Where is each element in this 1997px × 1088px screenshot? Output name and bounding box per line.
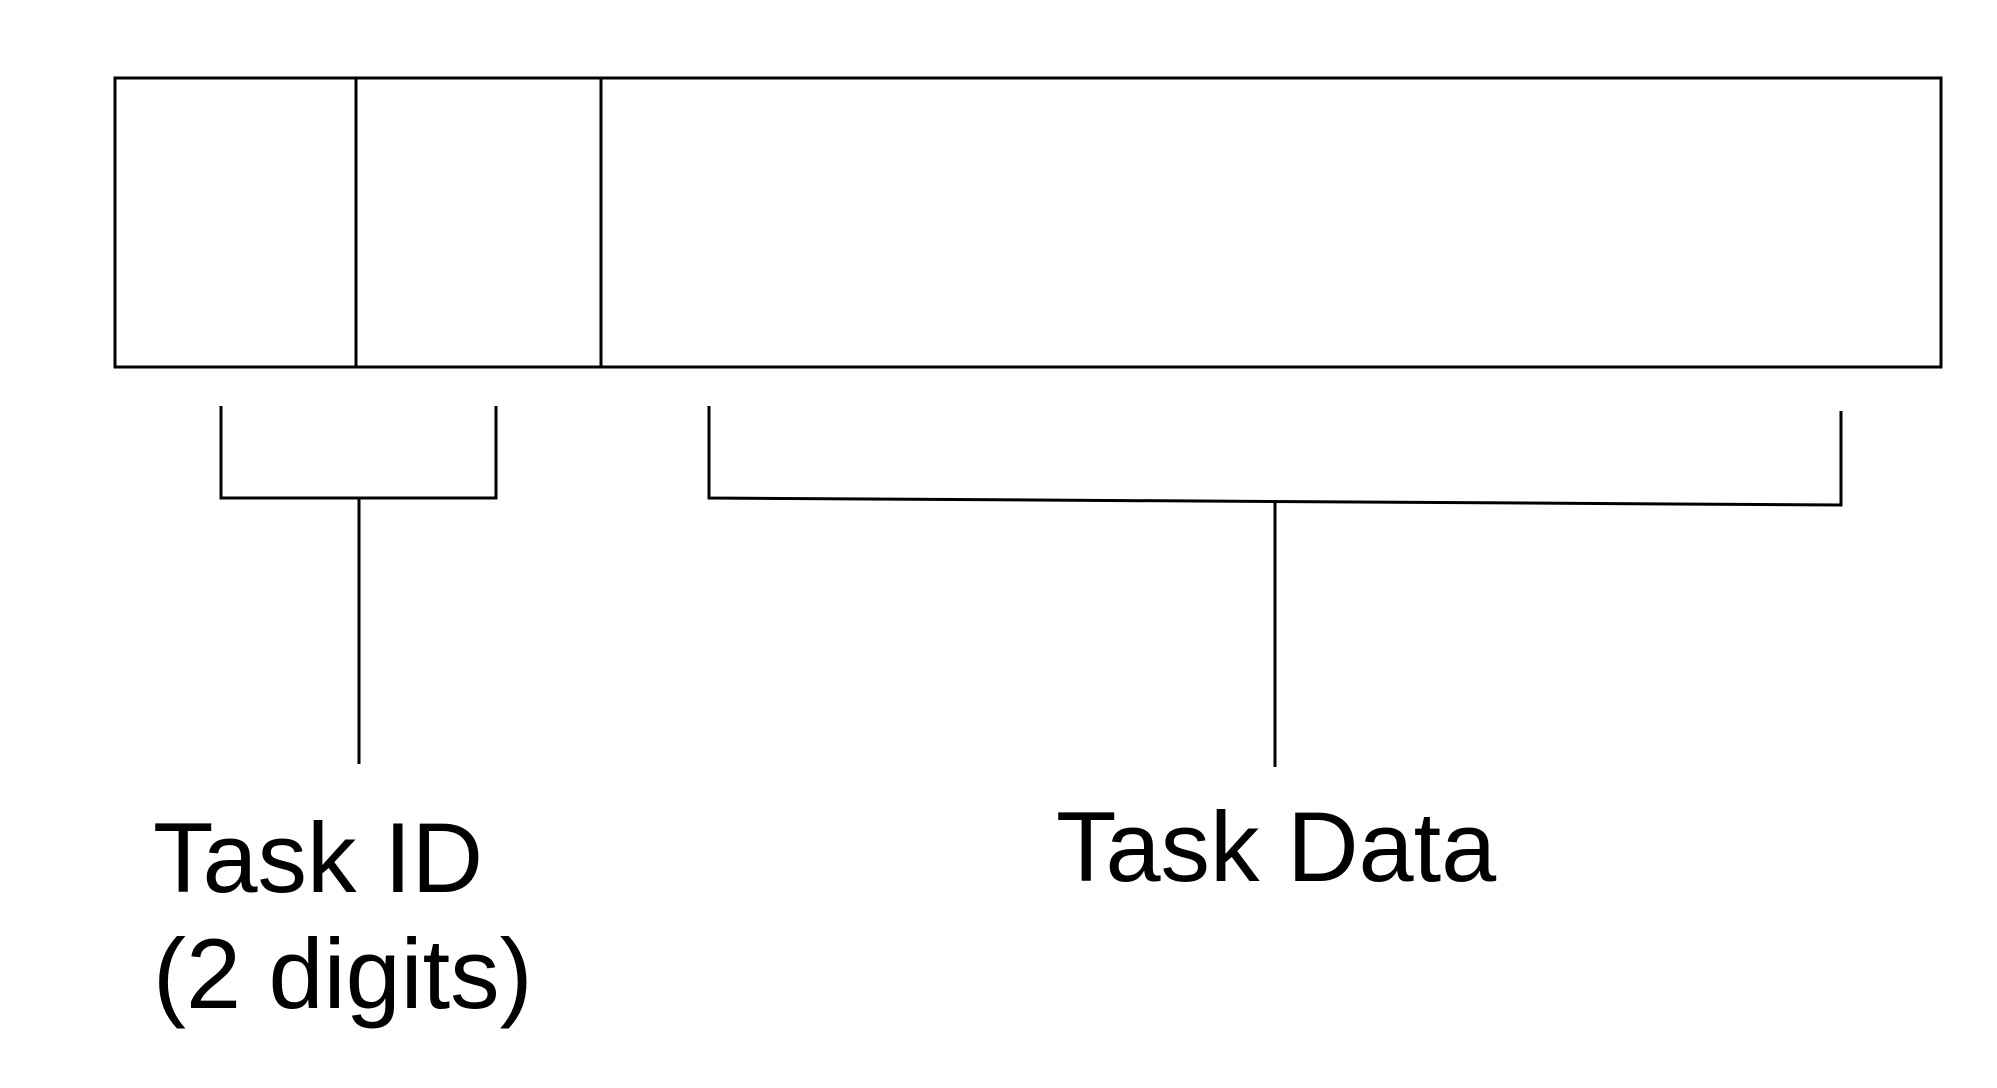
record-outline	[113, 76, 1943, 369]
task-id-label: Task ID (2 digits)	[153, 800, 533, 1032]
task-data-label: Task Data	[1056, 789, 1496, 905]
task-data-label-title: Task Data	[1056, 791, 1497, 902]
task-id-label-note: (2 digits)	[153, 918, 533, 1029]
task-id-bracket	[219, 406, 498, 500]
task-id-label-title: Task ID	[153, 802, 484, 913]
task-data-bracket	[707, 406, 1843, 507]
